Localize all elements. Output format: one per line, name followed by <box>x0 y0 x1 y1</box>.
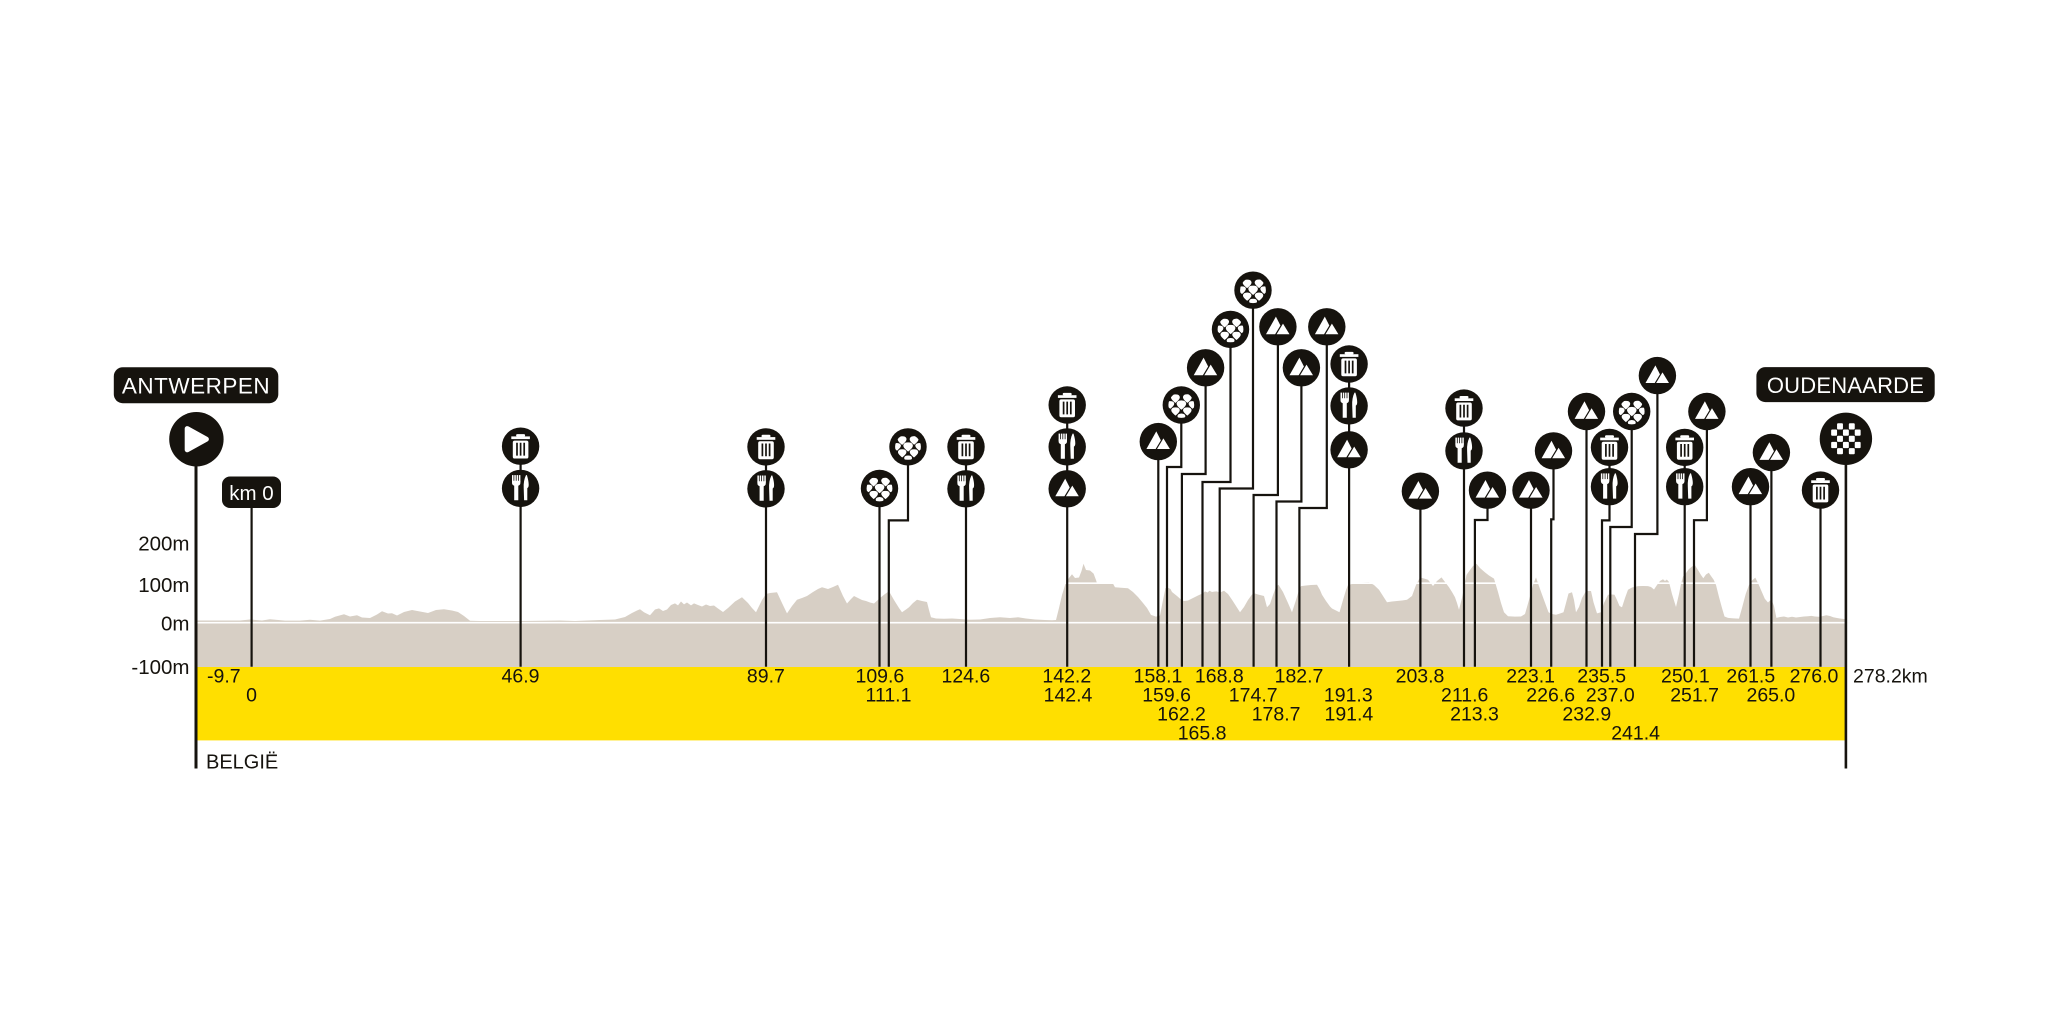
svg-text:-9.7: -9.7 <box>207 665 241 687</box>
svg-text:162.2: 162.2 <box>1157 704 1206 726</box>
svg-text:223.1: 223.1 <box>1506 665 1555 687</box>
svg-text:203.8: 203.8 <box>1396 665 1445 687</box>
svg-text:46.9: 46.9 <box>502 665 540 687</box>
svg-text:111.1: 111.1 <box>866 684 912 706</box>
svg-text:232.9: 232.9 <box>1562 704 1611 726</box>
svg-text:109.6: 109.6 <box>855 665 904 687</box>
svg-text:165.8: 165.8 <box>1178 723 1227 745</box>
svg-text:km 0: km 0 <box>229 482 273 505</box>
svg-text:211.6: 211.6 <box>1441 684 1488 706</box>
svg-text:191.3: 191.3 <box>1324 684 1373 706</box>
svg-text:-100m: -100m <box>131 656 189 679</box>
svg-text:100m: 100m <box>138 574 189 597</box>
svg-text:237.0: 237.0 <box>1586 684 1635 706</box>
svg-text:142.4: 142.4 <box>1044 684 1093 706</box>
svg-text:235.5: 235.5 <box>1577 665 1626 687</box>
svg-text:226.6: 226.6 <box>1526 684 1575 706</box>
svg-text:168.8: 168.8 <box>1195 665 1244 687</box>
svg-text:174.7: 174.7 <box>1229 684 1278 706</box>
svg-text:250.1: 250.1 <box>1661 665 1710 687</box>
svg-text:142.2: 142.2 <box>1042 665 1091 687</box>
svg-text:158.1: 158.1 <box>1134 665 1183 687</box>
svg-text:241.4: 241.4 <box>1611 723 1660 745</box>
svg-text:191.4: 191.4 <box>1324 704 1373 726</box>
svg-text:251.7: 251.7 <box>1670 684 1719 706</box>
svg-text:0m: 0m <box>161 612 189 635</box>
svg-text:BELGIË: BELGIË <box>206 752 278 774</box>
svg-text:178.7: 178.7 <box>1252 704 1301 726</box>
svg-text:276.0: 276.0 <box>1790 665 1839 687</box>
svg-text:200m: 200m <box>138 533 189 556</box>
svg-text:159.6: 159.6 <box>1142 684 1191 706</box>
svg-text:ANTWERPEN: ANTWERPEN <box>122 374 270 399</box>
svg-text:278.2km: 278.2km <box>1853 665 1928 687</box>
svg-text:261.5: 261.5 <box>1726 665 1775 687</box>
svg-text:OUDENAARDE: OUDENAARDE <box>1767 373 1924 398</box>
svg-text:89.7: 89.7 <box>747 665 785 687</box>
svg-text:124.6: 124.6 <box>941 665 990 687</box>
svg-text:182.7: 182.7 <box>1275 665 1324 687</box>
svg-text:265.0: 265.0 <box>1746 684 1795 706</box>
svg-text:213.3: 213.3 <box>1450 704 1499 726</box>
svg-text:0: 0 <box>246 684 257 706</box>
